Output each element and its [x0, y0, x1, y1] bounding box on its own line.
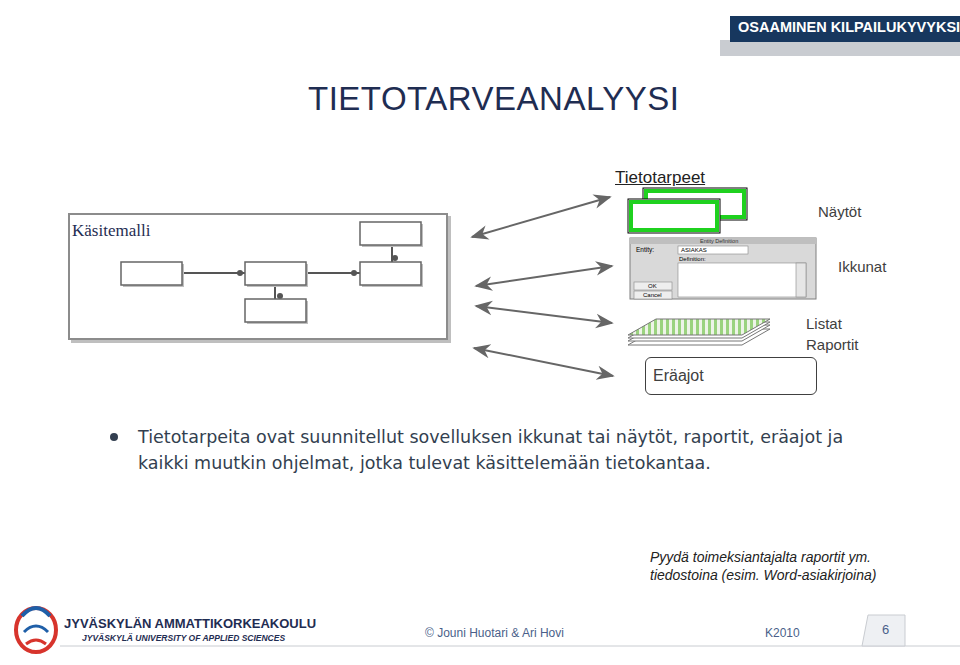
entity-field [678, 246, 748, 254]
category-label: Ikkunat [838, 258, 886, 275]
double-arrow [476, 306, 612, 323]
category-label: Näytöt [818, 203, 861, 220]
window-title: Entity Definition [700, 238, 738, 244]
banner-text: OSAAMINEN KILPAILUKYVYKSI [738, 19, 960, 35]
banner-bar [730, 16, 960, 42]
bullet-text: Tietotarpeita ovat suunnitellut sovelluk… [138, 424, 858, 476]
school-name-en: JYVÄSKYLÄ UNIVERSITY OF APPLIED SCIENCES [82, 633, 285, 643]
double-arrow [474, 348, 613, 376]
banner-shade [720, 40, 960, 56]
batch-job-box: Eräajot [645, 357, 817, 395]
concept-model-box: Käsitemalli [68, 213, 448, 340]
field-value: ASIAKAS [681, 246, 707, 254]
section-heading: Tietotarpeet [615, 168, 705, 188]
button-label: OK [648, 282, 657, 290]
slide-title: TIETOTARVEANALYYSI [308, 80, 680, 118]
copyright: © Jouni Huotari & Ari Hovi [425, 626, 564, 640]
node-text: Eräajot [653, 367, 704, 385]
cancel-button [634, 291, 672, 299]
footer-rule [60, 646, 960, 647]
screen-icon [631, 202, 717, 230]
window-titlebar [630, 238, 816, 244]
button-label: Cancel [643, 291, 662, 299]
report-stack-icon [628, 319, 770, 345]
school-logo [16, 608, 56, 652]
double-arrow [476, 266, 612, 286]
page-number: 6 [882, 622, 889, 637]
field-label: Entity: [636, 246, 654, 254]
screen-icon [628, 199, 720, 233]
definition-field [678, 263, 806, 297]
ok-button [634, 282, 672, 290]
window-mock [630, 238, 816, 299]
category-label: Listat Raportit [806, 313, 876, 355]
footer-code: K2010 [765, 626, 800, 640]
page-tab [862, 615, 905, 646]
field-label: Definition: [679, 255, 706, 263]
node-text: Käsitemalli [72, 221, 150, 241]
bullet [110, 433, 118, 441]
double-arrow [472, 197, 610, 237]
school-name: JYVÄSKYLÄN AMMATTIKORKEAKOULU [64, 616, 316, 631]
scrollbar [796, 263, 806, 297]
note-text: Pyydä toimeksiantajalta raportit ym. tie… [650, 548, 910, 584]
